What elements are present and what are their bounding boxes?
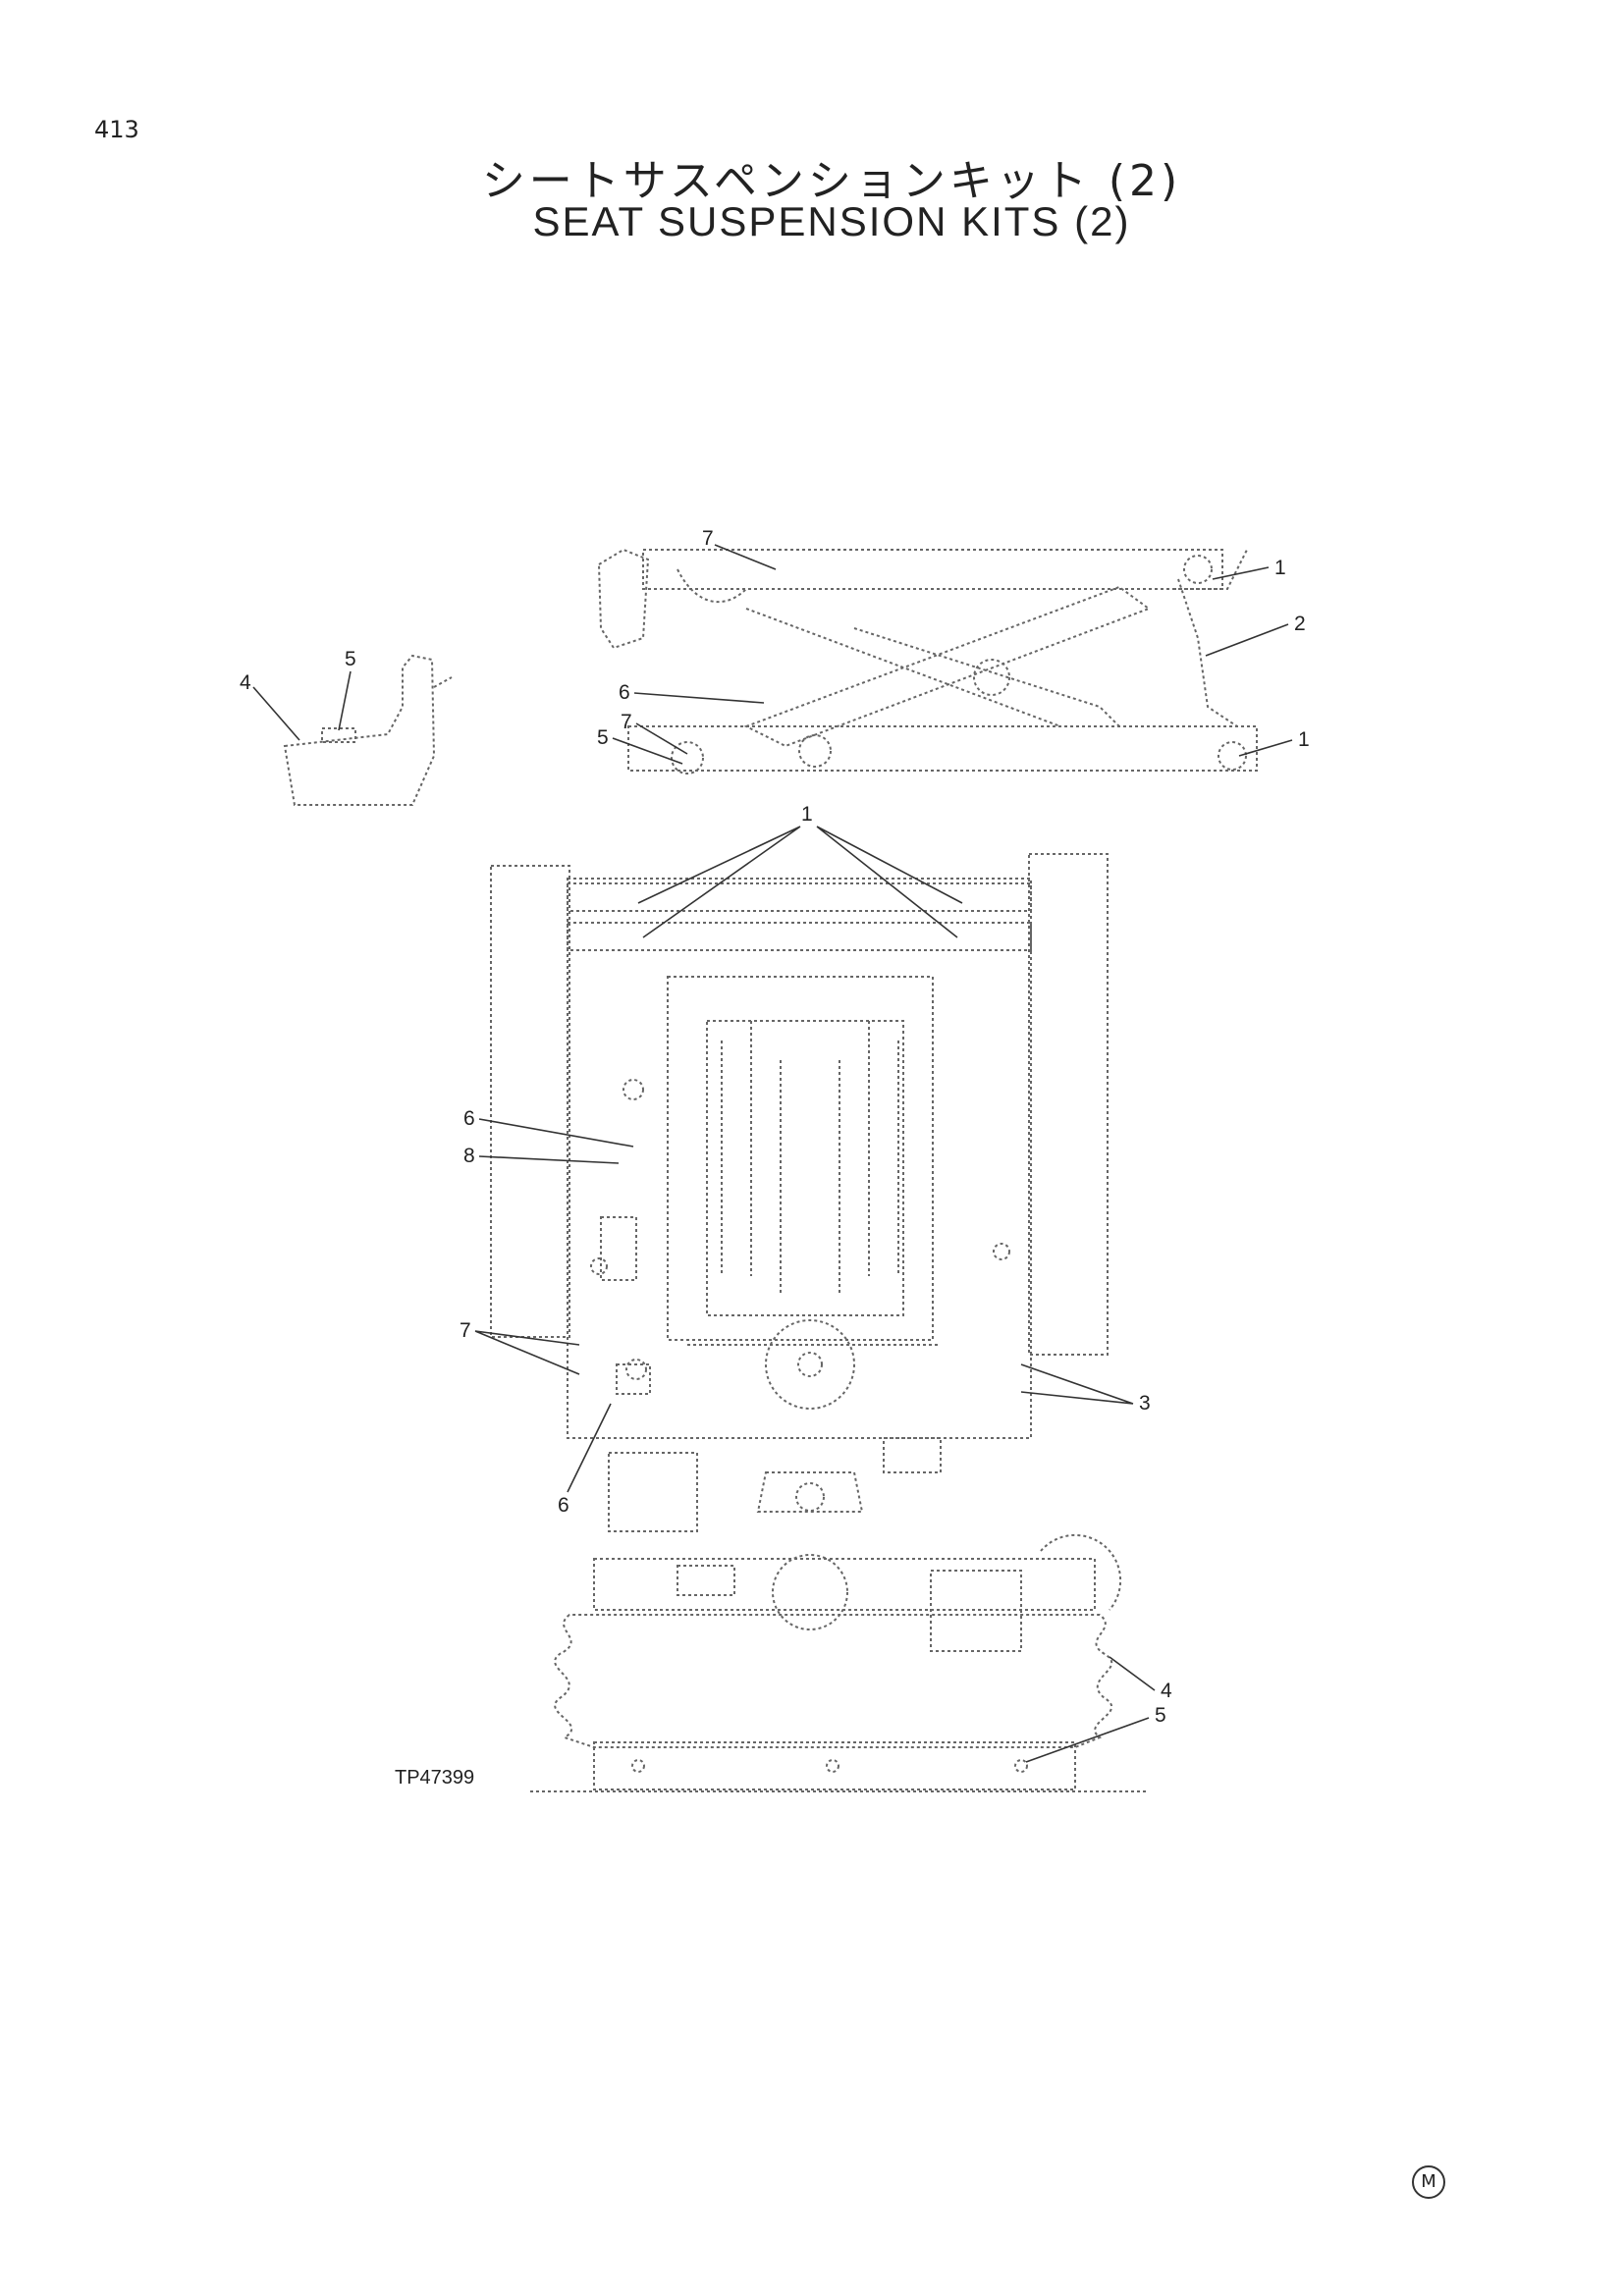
callout-7-top-view: 7 — [460, 1319, 471, 1342]
top-view-callouts: 1 6 8 7 6 3 — [460, 803, 1151, 1517]
callout-4-bellows: 4 — [1161, 1680, 1172, 1702]
armrest-part: 4 5 — [240, 648, 453, 806]
callout-5-side: 5 — [597, 726, 609, 749]
page-title: SEAT SUSPENSION KITS (2) — [532, 198, 1131, 244]
side-view-assembly — [597, 548, 1258, 774]
callout-7-side: 7 — [621, 711, 632, 733]
callout-7-top: 7 — [702, 527, 714, 550]
page-number: 413 — [94, 116, 139, 143]
page-title-japanese: シートサスペンションキット (2) — [481, 156, 1182, 206]
callout-2: 2 — [1294, 613, 1306, 635]
bellows-assembly — [530, 1533, 1149, 1792]
callout-8: 8 — [463, 1145, 475, 1167]
callout-6-side: 6 — [619, 681, 630, 704]
callout-3: 3 — [1139, 1392, 1151, 1415]
callout-1-upper: 1 — [1274, 557, 1286, 579]
callout-1-top-view: 1 — [801, 803, 813, 826]
bellows-callouts: 4 5 — [1025, 1656, 1172, 1763]
drawing-reference-code: TP47399 — [395, 1767, 475, 1789]
callout-1-lower: 1 — [1298, 728, 1310, 751]
callout-6-top-view: 6 — [463, 1107, 475, 1130]
top-view-assembly — [490, 853, 1109, 1532]
callout-5-armrest: 5 — [345, 648, 356, 670]
side-view-callouts: 7 1 2 6 7 5 1 — [597, 527, 1310, 765]
callout-4-armrest: 4 — [240, 671, 251, 694]
callout-5-bellows: 5 — [1155, 1704, 1166, 1727]
m-mark-symbol: M — [1412, 2165, 1445, 2199]
callout-6-lower: 6 — [558, 1494, 569, 1517]
